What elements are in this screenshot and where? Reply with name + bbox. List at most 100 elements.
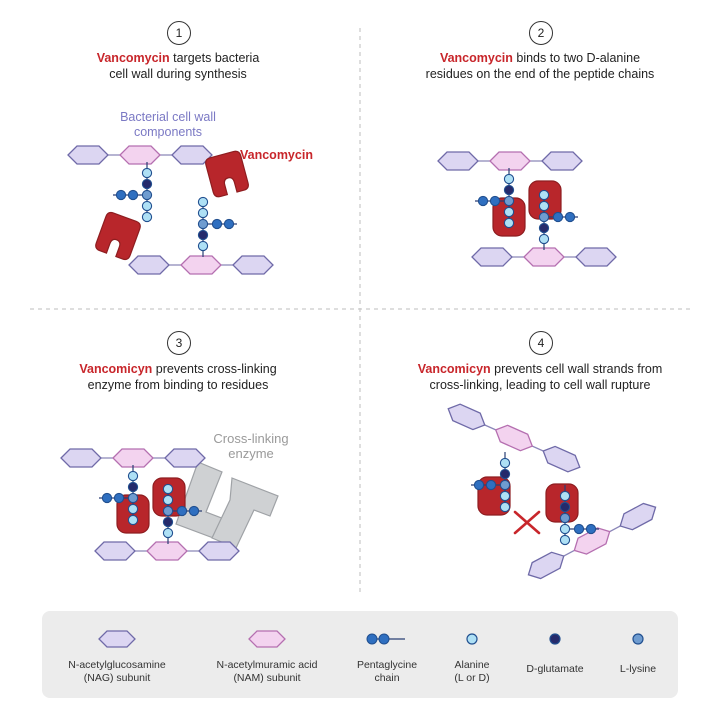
nam-subunit xyxy=(119,145,161,165)
vancomycin-molecule xyxy=(95,211,141,261)
nag-hexagon xyxy=(447,403,486,431)
peptide-chain xyxy=(471,452,511,513)
d-glutamate-bead xyxy=(559,501,571,513)
nag-subunit xyxy=(67,145,109,165)
step-2-drug-name: Vancomycin xyxy=(439,51,513,65)
step-2-number: 2 xyxy=(529,21,553,45)
pentaglycine-bead xyxy=(564,211,576,223)
legend-item-alanine: Alanine(L or D) xyxy=(432,611,512,698)
step-3-number: 3 xyxy=(167,331,191,355)
legend-nam-label: N-acetylmuramic acid(NAM) subunit xyxy=(216,659,318,684)
nam-subunit xyxy=(494,424,534,452)
alanine-bead xyxy=(127,503,139,515)
l-lysine-bead xyxy=(503,195,515,207)
peptide-chain xyxy=(538,189,578,250)
step-2-caption: Vancomycin binds to two D-alanine residu… xyxy=(370,50,710,82)
alanine-bead xyxy=(141,200,153,212)
pentaglycine-bead xyxy=(489,195,501,207)
nag-hexagon xyxy=(471,247,513,267)
nag-subunit xyxy=(447,403,486,431)
alanine-bead xyxy=(538,233,550,245)
vancomycin-shape xyxy=(95,211,141,261)
peptide-chain xyxy=(99,465,139,526)
l-lysine-bead xyxy=(127,492,139,504)
nag-hexagon xyxy=(542,445,581,473)
vancomycin-molecule xyxy=(205,150,249,198)
enzyme-label-line2: enzyme xyxy=(228,446,274,461)
alanine-bead xyxy=(127,470,139,482)
l-lysine-bead-icon xyxy=(632,633,644,645)
legend-item-d-glutamate: D-glutamate xyxy=(512,611,598,698)
nag-hexagon xyxy=(575,247,617,267)
pentaglycine-bead xyxy=(127,189,139,201)
alanine-bead xyxy=(162,483,174,495)
vancomycin-pocket xyxy=(225,178,234,187)
legend-item-nam: N-acetylmuramic acid(NAM) subunit xyxy=(192,611,342,698)
nag-subunit xyxy=(619,502,657,531)
panel-4-illustration xyxy=(447,403,657,580)
legend-item-l-lysine: L-lysine xyxy=(598,611,678,698)
legend-d-glutamate-label: D-glutamate xyxy=(526,663,584,675)
pentaglycine-bead xyxy=(223,218,235,230)
alanine-bead xyxy=(503,206,515,218)
no-crosslink-mark xyxy=(513,510,541,535)
peptide-chain xyxy=(559,485,599,546)
cell-wall-components-line1: Bacterial cell wall xyxy=(120,110,216,124)
glycan-strand xyxy=(437,151,583,171)
d-glutamate-bead xyxy=(162,516,174,528)
l-lysine-bead xyxy=(197,218,209,230)
cell-wall-components-label: Bacterial cell wall components xyxy=(88,110,248,140)
legend-item-nag: N-acetylglucosamine(NAG) subunit xyxy=(42,611,192,698)
nam-subunit xyxy=(180,255,222,275)
cell-wall-components-line2: components xyxy=(133,125,203,139)
enzyme-label-line1: Cross-linking xyxy=(213,431,289,446)
l-lysine-bead xyxy=(559,512,571,524)
alanine-bead xyxy=(538,189,550,201)
alanine-bead xyxy=(559,490,571,502)
pentaglycine-bead xyxy=(188,505,200,517)
pentaglycine-bead xyxy=(485,479,497,491)
alanine-bead xyxy=(141,167,153,179)
step-1-caption: Vancomycin targets bacteria cell wall du… xyxy=(8,50,348,82)
peptide-chain xyxy=(162,483,202,544)
nag-hexagon-icon xyxy=(98,630,136,648)
glycan-strand xyxy=(471,247,617,267)
pentaglycine-bead xyxy=(477,195,489,207)
d-glutamate-bead xyxy=(538,222,550,234)
step-3-line1: prevents cross-linking xyxy=(152,362,277,376)
alanine-bead xyxy=(559,523,571,535)
step-4-line1: prevents cell wall strands from xyxy=(490,362,663,376)
peptide-chain xyxy=(113,162,153,223)
d-glutamate-bead xyxy=(499,468,511,480)
legend-l-lysine-label: L-lysine xyxy=(619,663,657,675)
pentaglycine-bead xyxy=(101,492,113,504)
alanine-bead xyxy=(499,457,511,469)
nam-subunit xyxy=(146,541,188,561)
step-4-drug-name: Vancomicyn xyxy=(417,362,491,376)
l-lysine-bead xyxy=(538,211,550,223)
nam-hexagon xyxy=(494,424,534,452)
glycan-strand xyxy=(60,448,206,468)
peptide-chain xyxy=(197,196,237,257)
alanine-bead xyxy=(499,501,511,513)
nag-hexagon xyxy=(198,541,240,561)
d-glutamate-bead xyxy=(127,481,139,493)
peptide-chain xyxy=(475,168,515,229)
d-glutamate-bead-icon xyxy=(549,633,561,645)
panel-1-illustration xyxy=(67,145,274,275)
nag-hexagon xyxy=(60,448,102,468)
vancomycin-shape xyxy=(205,150,249,198)
alanine-bead xyxy=(162,494,174,506)
nag-subunit xyxy=(541,151,583,171)
nam-hexagon xyxy=(489,151,531,171)
step-1-drug-name: Vancomycin xyxy=(96,51,170,65)
nam-subunit xyxy=(489,151,531,171)
glycan-strand xyxy=(94,541,240,561)
pentaglycine-bead xyxy=(176,505,188,517)
nag-hexagon xyxy=(164,448,206,468)
enzyme-shape-right xyxy=(211,477,279,549)
nag-subunit xyxy=(128,255,170,275)
nag-subunit xyxy=(527,551,565,580)
